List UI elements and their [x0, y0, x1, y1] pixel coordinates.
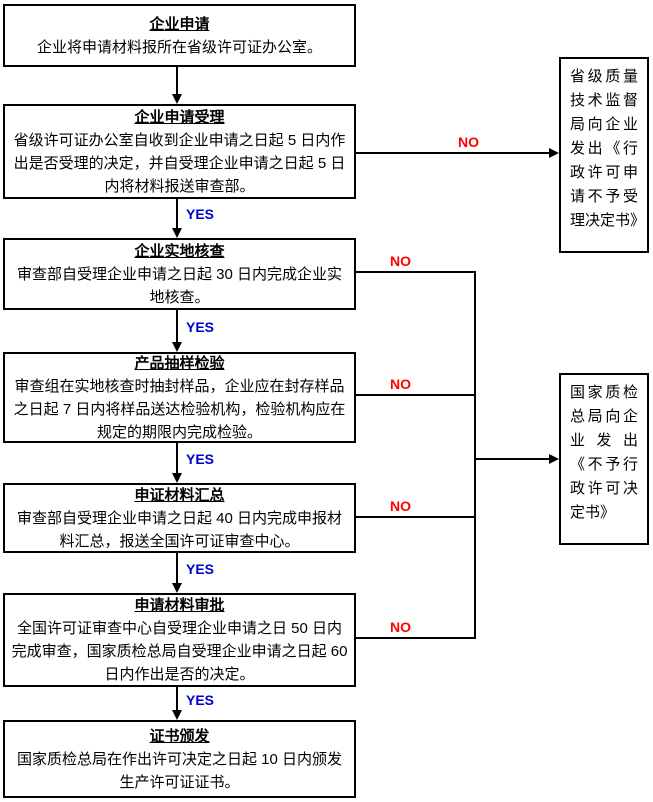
no-connector-step2 [356, 152, 549, 154]
step-title: 企业申请 [149, 15, 210, 33]
step-box-certificate-issuance: 证书颁发 国家质检总局在作出许可决定之日起 10 日内颁发生产许可证证书。 [3, 720, 356, 798]
step-title: 企业实地核查 [134, 242, 225, 260]
flow-line-down-1 [176, 67, 178, 94]
arrowhead-right-icon [549, 454, 559, 464]
step-body: 审查部自受理企业申请之日起 30 日内完成企业实地核查。 [16, 265, 343, 306]
yes-label: YES [186, 319, 215, 335]
step-box-material-summary: 申证材料汇总 审查部自受理企业申请之日起 40 日内完成申报材料汇总，报送全国许… [3, 483, 356, 553]
step-body: 审查部自受理企业申请之日起 40 日内完成申报材料汇总，报送全国许可证审查中心。 [16, 509, 343, 550]
step-body: 省级许可证办公室自收到企业申请之日起 5 日内作出是否受理的决定，并自受理企业申… [13, 131, 346, 195]
arrowhead-down-icon [172, 342, 182, 352]
no-label: NO [390, 498, 411, 514]
flow-line-down-5 [176, 553, 178, 583]
step-body: 企业将申请材料报所在省级许可证办公室。 [36, 38, 322, 56]
no-label: NO [390, 619, 411, 635]
arrowhead-down-icon [172, 473, 182, 483]
step-body: 审查组在实地核查时抽封样品，企业应在封存样品之日起 7 日内将样品送达检验机构，… [13, 377, 346, 441]
no-connector-step5 [356, 516, 476, 518]
no-connector-step3 [356, 271, 476, 273]
step-box-product-sampling-inspection: 产品抽样检验 审查组在实地核查时抽封样品，企业应在封存样品之日起 7 日内将样品… [3, 352, 356, 443]
outcome-box-not-accepted: 省级质量技术监督局向企业发出《行政许可申请不予受理决定书》 [559, 57, 649, 253]
arrowhead-down-icon [172, 228, 182, 238]
step-title: 证书颁发 [149, 727, 210, 745]
step-box-onsite-verification: 企业实地核查 审查部自受理企业申请之日起 30 日内完成企业实地核查。 [3, 238, 356, 310]
no-trunk-line [474, 271, 476, 639]
yes-label: YES [186, 451, 215, 467]
flow-line-down-3 [176, 310, 178, 342]
step-title: 企业申请受理 [134, 108, 225, 126]
step-box-application-acceptance: 企业申请受理 省级许可证办公室自收到企业申请之日起 5 日内作出是否受理的决定，… [3, 104, 356, 199]
flow-line-down-2 [176, 199, 178, 228]
step-body: 国家质检总局在作出许可决定之日起 10 日内颁发生产许可证证书。 [16, 750, 343, 791]
step-box-enterprise-application: 企业申请 企业将申请材料报所在省级许可证办公室。 [3, 4, 356, 67]
no-label: NO [390, 376, 411, 392]
arrowhead-right-icon [549, 148, 559, 158]
yes-label: YES [186, 206, 215, 222]
outcome-box-license-denied: 国家质检总局向企业发出《不予行政许可决定书》 [559, 373, 649, 545]
arrowhead-down-icon [172, 583, 182, 593]
yes-label: YES [186, 692, 215, 708]
flow-line-down-4 [176, 443, 178, 473]
arrowhead-down-icon [172, 94, 182, 104]
step-title: 产品抽样检验 [134, 354, 225, 372]
no-connector-to-outcome2 [474, 458, 549, 460]
no-label: NO [390, 253, 411, 269]
outcome-text: 国家质检总局向企业发出《不予行政许可决定书》 [570, 384, 638, 521]
step-title: 申请材料审批 [134, 597, 225, 614]
step-title: 申证材料汇总 [134, 486, 225, 504]
flow-line-down-6 [176, 687, 178, 710]
no-connector-step4 [356, 394, 476, 396]
step-box-material-approval: 申请材料审批 全国许可证审查中心自受理企业申请之日 50 日内完成审查，国家质检… [3, 593, 356, 687]
yes-label: YES [186, 561, 215, 577]
step-body: 全国许可证审查中心自受理企业申请之日 50 日内完成审查，国家质检总局自受理企业… [11, 620, 348, 683]
no-connector-step6 [356, 637, 476, 639]
arrowhead-down-icon [172, 710, 182, 720]
outcome-text: 省级质量技术监督局向企业发出《行政许可申请不予受理决定书》 [570, 68, 646, 229]
no-label: NO [458, 134, 479, 150]
